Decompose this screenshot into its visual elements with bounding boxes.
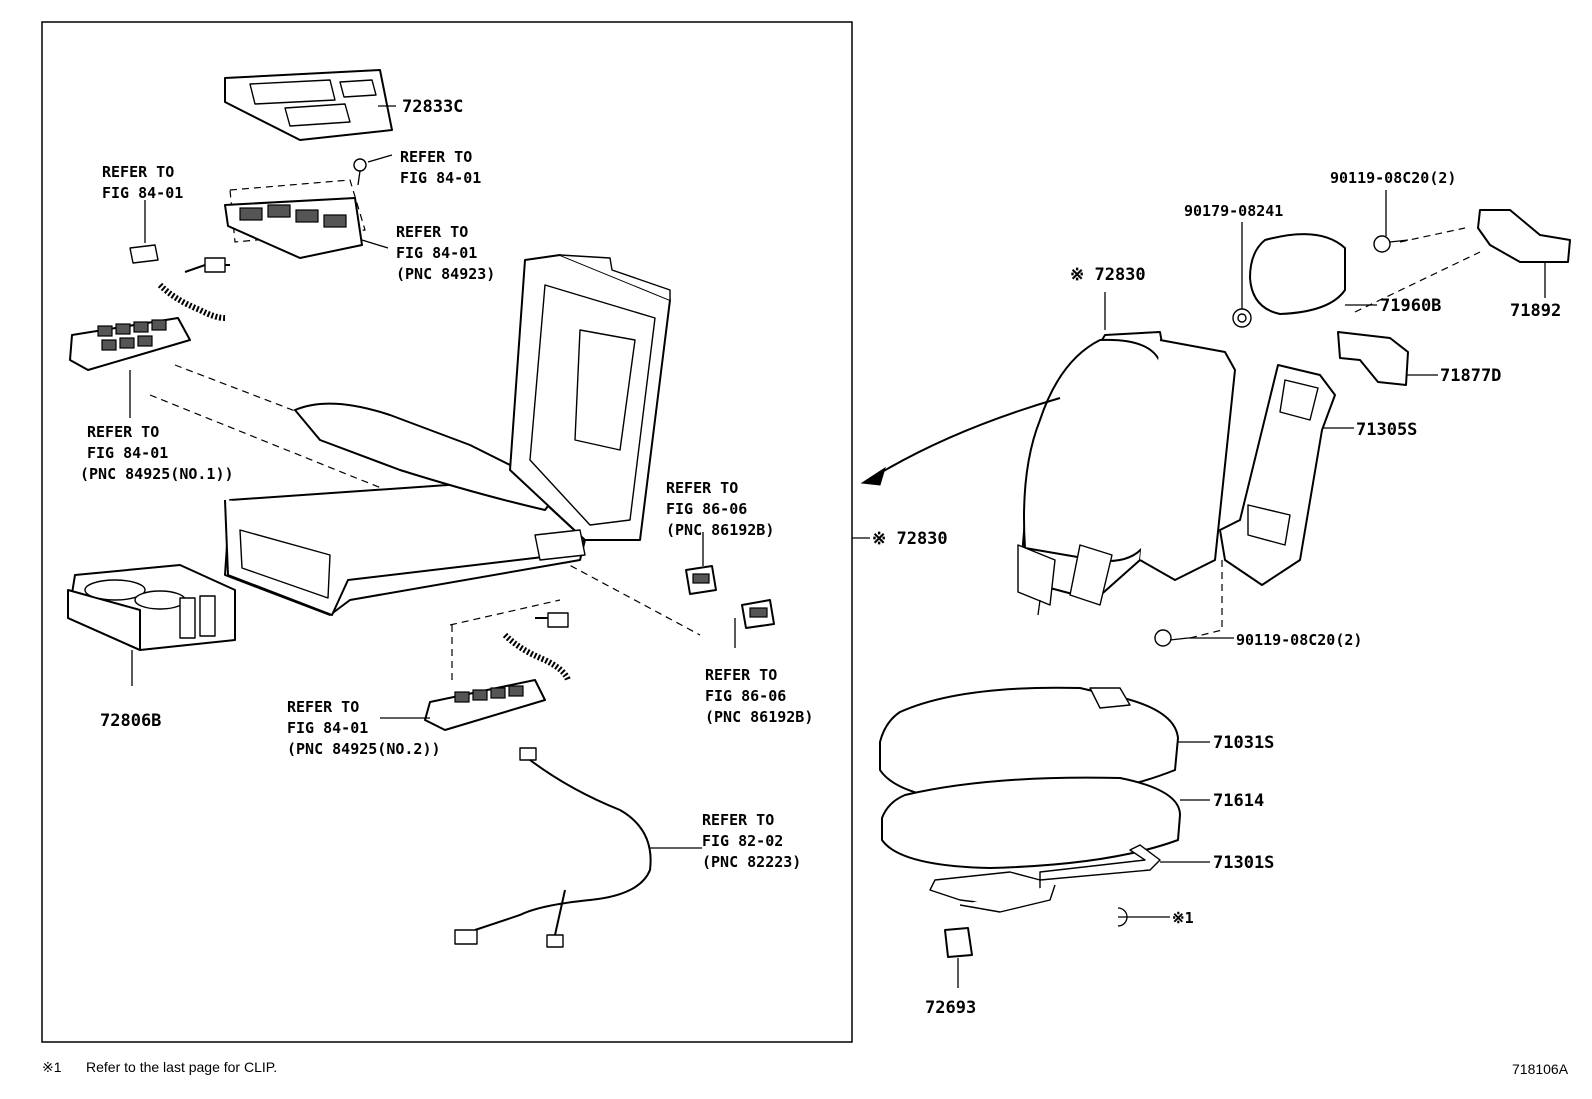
- label-clip-ref: ※1: [1172, 909, 1194, 927]
- armrest-frame-71301s[interactable]: [929, 844, 1210, 913]
- label-90119-bottom: 90119-08C20(2): [1236, 631, 1362, 649]
- assembly-frame: [41, 21, 853, 1043]
- refer-86-a-line1: REFER TO: [666, 479, 738, 497]
- cup-holder-72806b[interactable]: [67, 564, 236, 686]
- refer-top-a-line2: FIG 84-01: [400, 169, 481, 187]
- label-72833c: 72833C: [402, 97, 463, 117]
- footer-note-text: Refer to the last page for CLIP.: [86, 1059, 277, 1075]
- headrest-71960b[interactable]: [1249, 233, 1377, 315]
- refer-86-b-line1: REFER TO: [705, 666, 777, 684]
- switch-86192b-a[interactable]: [685, 532, 717, 595]
- label-71305s: 71305S: [1356, 420, 1417, 440]
- refer-86-b-line2: FIG 86-06: [705, 687, 786, 705]
- refer-left-a-line2: FIG 84-01: [102, 184, 183, 202]
- refer-switch-line1: REFER TO: [396, 223, 468, 241]
- bracket-71892[interactable]: [1477, 209, 1571, 298]
- refer-rc2-line3: (PNC 84925(NO.2)): [287, 740, 441, 758]
- label-72693: 72693: [925, 998, 976, 1018]
- refer-rc1-line2: FIG 84-01: [87, 444, 168, 462]
- label-71614: 71614: [1213, 791, 1264, 811]
- nut-90179-08241[interactable]: [1232, 222, 1252, 328]
- remote-controller-no1[interactable]: [69, 257, 230, 418]
- label-71960b: 71960B: [1380, 296, 1441, 316]
- footer-note-mark: ※1: [42, 1059, 62, 1075]
- clip-part-icon[interactable]: [129, 200, 159, 264]
- label-71301s: 71301S: [1213, 853, 1274, 873]
- figure-code: 718106A: [1512, 1061, 1569, 1077]
- remote-controller-no2[interactable]: [380, 612, 571, 731]
- wire-harness-82223[interactable]: [454, 747, 702, 948]
- refer-rc1-line3: (PNC 84925(NO.1)): [80, 465, 234, 483]
- refer-switch-line2: FIG 84-01: [396, 244, 477, 262]
- bolt-90119-top[interactable]: [1354, 190, 1481, 313]
- refer-82-line3: (PNC 82223): [702, 853, 801, 871]
- refer-left-a-line1: REFER TO: [102, 163, 174, 181]
- bracket-71877d[interactable]: [1337, 331, 1438, 386]
- label-72830-seatback: ※ 72830: [1070, 265, 1146, 285]
- screw-icon[interactable]: [353, 154, 393, 186]
- refer-86-a-line2: FIG 86-06: [666, 500, 747, 518]
- refer-82-line2: FIG 82-02: [702, 832, 783, 850]
- refer-82-line1: REFER TO: [702, 811, 774, 829]
- label-72830-frame: ※ 72830: [872, 529, 948, 549]
- refer-switch-line3: (PNC 84923): [396, 265, 495, 283]
- label-90179-08241: 90179-08241: [1184, 202, 1283, 220]
- part-72833c-panel[interactable]: [224, 69, 396, 141]
- bolt-90119-bottom[interactable]: [1154, 558, 1234, 647]
- label-71877d: 71877D: [1440, 366, 1501, 386]
- console-box-body[interactable]: [224, 254, 671, 616]
- refer-top-a-line1: REFER TO: [400, 148, 472, 166]
- refer-86-a-line3: (PNC 86192B): [666, 521, 774, 539]
- label-71031s: 71031S: [1213, 733, 1274, 753]
- bracket-71305s[interactable]: [1219, 364, 1354, 586]
- refer-86-b-line3: (PNC 86192B): [705, 708, 813, 726]
- label-72806b: 72806B: [100, 711, 161, 731]
- refer-rc2-line1: REFER TO: [287, 698, 359, 716]
- switch-assembly-84923[interactable]: [224, 179, 389, 259]
- clip-72693[interactable]: [944, 927, 973, 988]
- label-71892: 71892: [1510, 301, 1561, 321]
- label-90119-top: 90119-08C20(2): [1330, 169, 1456, 187]
- seatback-72830[interactable]: [1017, 292, 1236, 616]
- refer-rc2-line2: FIG 84-01: [287, 719, 368, 737]
- direction-arrow-icon: [860, 397, 1061, 486]
- refer-rc1-line1: REFER TO: [87, 423, 159, 441]
- switch-86192b-b[interactable]: [734, 599, 775, 648]
- clip-reference-icon: [1117, 907, 1170, 927]
- armrest-pad-71614[interactable]: [881, 776, 1210, 869]
